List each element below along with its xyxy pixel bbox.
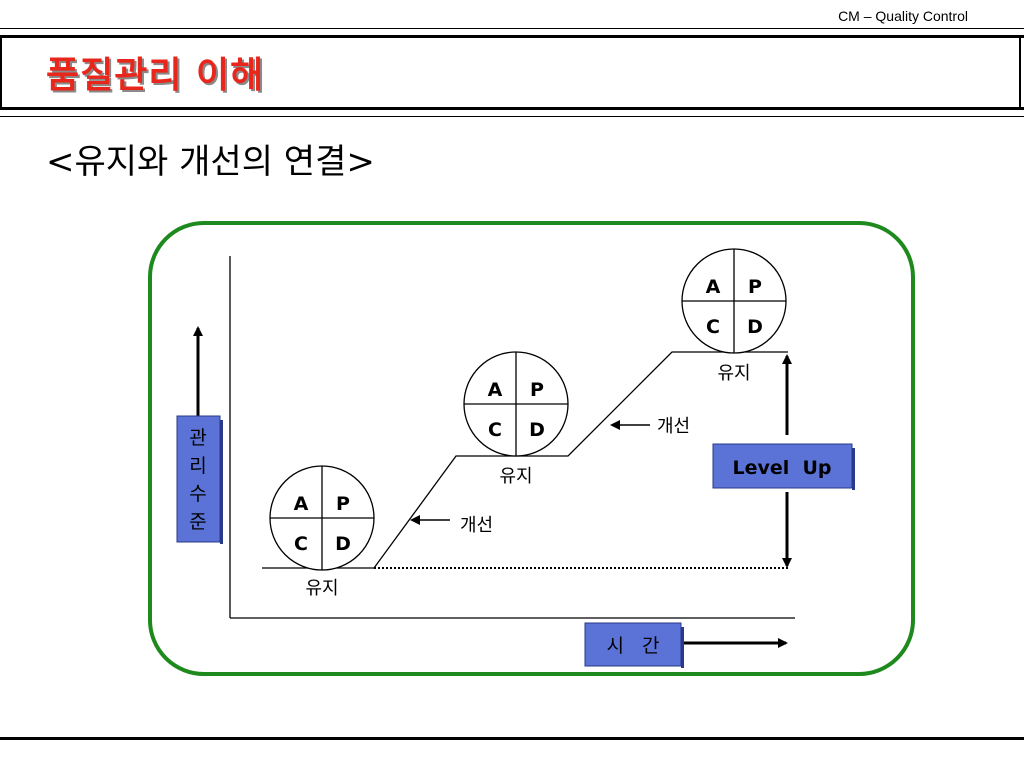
bottom-rule — [0, 737, 1024, 740]
header-label: CM – Quality Control — [838, 8, 968, 24]
page-subtitle: <유지와 개선의 연결> — [46, 142, 375, 182]
pdca-quadrant-d: D — [747, 316, 763, 338]
pdca-quadrant-a: A — [488, 379, 503, 401]
level-up-label: Level Up — [732, 457, 831, 479]
pdca-quadrant-a: A — [706, 276, 721, 298]
pdca-quadrant-c: C — [706, 316, 720, 338]
page-title: 품질관리 이해 — [46, 55, 265, 96]
pdca-quadrant-a: A — [294, 493, 309, 515]
pdca-quadrant-d: D — [529, 419, 545, 441]
maintenance-caption-1: 유지 — [305, 578, 338, 599]
diagram-frame — [148, 221, 915, 676]
level-up-box — [712, 443, 853, 489]
improvement-label-1: 개선 — [460, 515, 493, 536]
x-axis-label: 시 간 — [606, 635, 659, 657]
title-rule-thick — [0, 107, 1024, 110]
pdca-quadrant-p: P — [530, 379, 544, 401]
pdca-quadrant-d: D — [335, 533, 351, 555]
pdca-cycle-2: A P C D — [463, 351, 569, 457]
pdca-quadrant-p: P — [748, 276, 762, 298]
y-axis-label-char: 수 — [189, 483, 206, 505]
pdca-quadrant-c: C — [294, 533, 308, 555]
maintenance-caption-3: 유지 — [717, 363, 750, 384]
title-frame — [0, 37, 1021, 109]
improvement-label-2: 개선 — [657, 416, 690, 437]
y-axis-label-char: 리 — [189, 455, 206, 477]
pdca-quadrant-c: C — [488, 419, 502, 441]
pdca-quadrant-p: P — [336, 493, 350, 515]
y-axis-label-char: 준 — [189, 511, 206, 533]
title-rule-thin — [0, 116, 1024, 117]
pdca-cycle-3: A P C D — [681, 248, 787, 354]
top-rule-thick — [0, 35, 1024, 38]
maintenance-caption-2: 유지 — [499, 466, 532, 487]
pdca-cycle-1: A P C D — [269, 465, 375, 571]
top-rule-thin — [0, 28, 1024, 29]
y-axis-label-char: 관 — [189, 427, 206, 449]
